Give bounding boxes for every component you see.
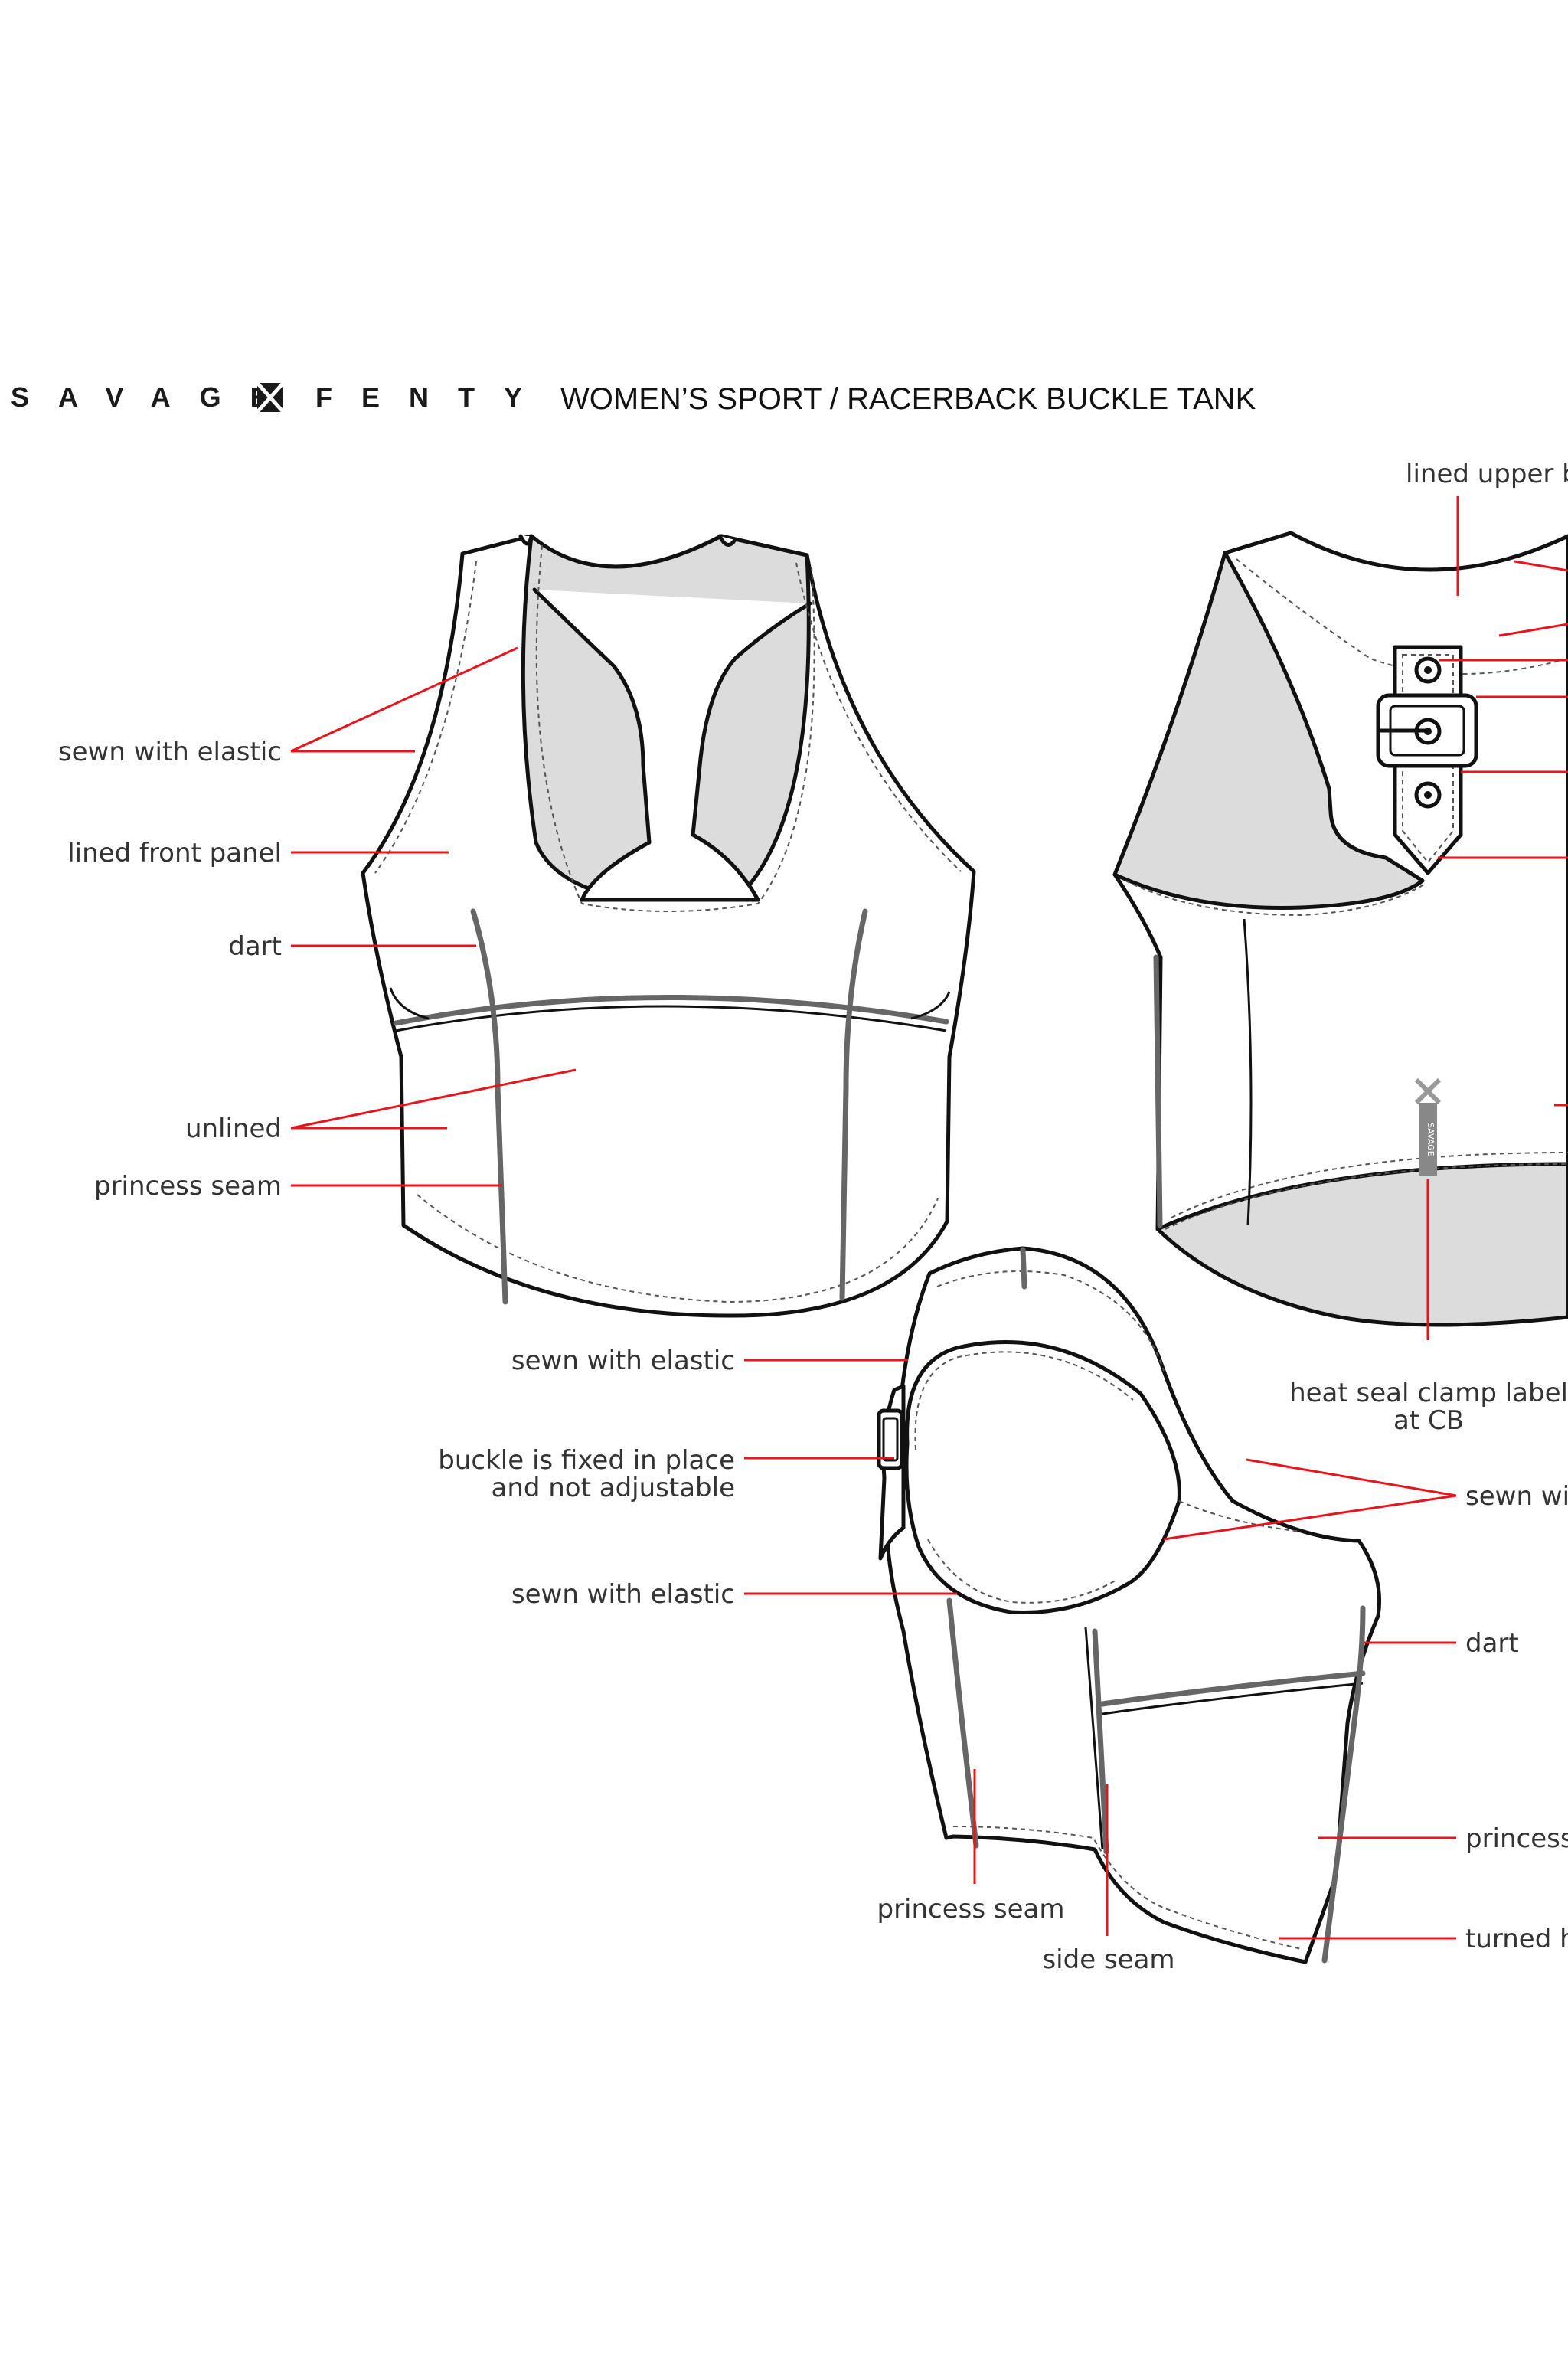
leader-back-1 — [1514, 560, 1568, 572]
brand-x-logo-icon — [256, 381, 285, 414]
label-unlined: unlined — [185, 1113, 282, 1144]
label-lined-upper-back: lined upper b — [1406, 459, 1568, 489]
leader-side-sewn-right — [1163, 1458, 1457, 1541]
back-view-garment: SAVAGE — [1112, 531, 1568, 1327]
page-title: WOMEN’S SPORT / RACERBACK BUCKLE TANK — [560, 382, 1256, 416]
back-view-callouts: lined upper b heat seal clamp label at C… — [1289, 459, 1568, 1436]
label-buckle-line1: buckle is fixed in place — [438, 1445, 735, 1476]
label-side-sewn-with-elastic-top: sewn with elastic — [511, 1346, 735, 1376]
label-front-sewn-with-elastic: sewn with elastic — [58, 737, 282, 767]
label-side-princess-seam: princess seam — [877, 1894, 1065, 1924]
brand-fenty: FENTY — [315, 381, 551, 413]
brand-savage: SAVAGE — [11, 381, 298, 413]
heat-seal-logo-icon: SAVAGE — [1414, 1077, 1442, 1176]
front-view-callouts: sewn with elastic lined front panel dart… — [58, 646, 577, 1202]
label-heat-seal-line2: at CB — [1393, 1405, 1464, 1436]
buckle-icon — [877, 1384, 906, 1561]
label-side-seam: side seam — [1042, 1944, 1174, 1975]
label-lined-front-panel: lined front panel — [67, 838, 282, 868]
label-side-princess-right: princess — [1465, 1823, 1568, 1854]
label-side-sewn-with-elastic-bottom: sewn with elastic — [511, 1579, 735, 1610]
label-front-dart: dart — [228, 931, 282, 962]
leader-back-2 — [1498, 623, 1568, 637]
side-view-callouts: sewn with elastic buckle is fixed in pla… — [438, 1346, 1568, 1975]
side-view-garment — [877, 1246, 1382, 1964]
label-side-dart: dart — [1465, 1628, 1519, 1659]
label-side-turned-hem: turned h — [1465, 1924, 1568, 1954]
label-buckle-line2: and not adjustable — [491, 1473, 735, 1503]
leader-front-unlined — [290, 1068, 577, 1130]
label-front-princess-seam: princess seam — [94, 1171, 282, 1202]
label-heat-seal-line1: heat seal clamp label — [1289, 1378, 1568, 1408]
heat-seal-logo-text: SAVAGE — [1426, 1123, 1436, 1156]
front-view-garment — [361, 534, 976, 1318]
header: SAVAGE FENTY WOMEN’S SPORT / RACERBACK B… — [11, 381, 1256, 416]
leader-front-sewn-elastic — [290, 646, 518, 753]
label-side-sewn-with-right: sewn wit — [1465, 1481, 1568, 1512]
